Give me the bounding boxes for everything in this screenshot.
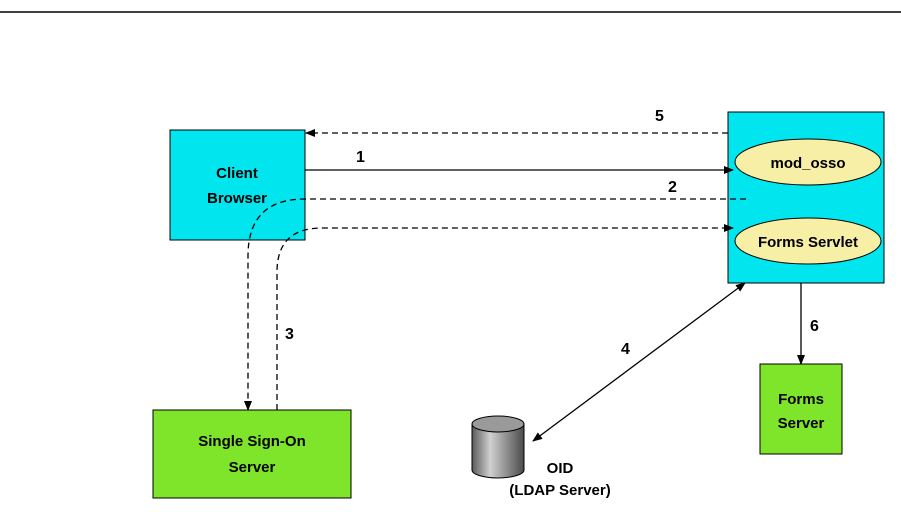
sso-server-label-1: Single Sign-On (198, 433, 306, 450)
forms-server-box: Forms Server (759, 363, 843, 455)
arrow-step-3 (276, 224, 734, 410)
client-browser-label-2: Browser (207, 190, 267, 207)
forms-server-label-2: Server (778, 415, 825, 432)
sso-server-box: Single Sign-On Server (152, 409, 352, 499)
mod-osso-label: mod_osso (770, 155, 845, 172)
mod-osso-ellipse (734, 138, 882, 186)
step-1-label: 1 (356, 149, 365, 166)
arrow-step-2 (244, 198, 746, 411)
arrow-step-4 (532, 282, 746, 442)
step-4-label: 4 (621, 341, 630, 358)
client-browser-box: Client Browser (169, 129, 306, 241)
client-browser-rect (169, 129, 306, 241)
oid-label-1: OID (547, 460, 574, 477)
forms-server-rect (759, 363, 843, 455)
oid-database-icon (471, 415, 525, 479)
app-server-box: mod_osso Forms Servlet (727, 111, 885, 284)
forms-servlet-label: Forms Servlet (758, 234, 858, 251)
step-2-label: 2 (668, 179, 677, 196)
forms-servlet-ellipse (734, 217, 882, 265)
step-6-label: 6 (810, 318, 819, 335)
client-browser-label-1: Client (216, 165, 258, 182)
step-5-label: 5 (655, 108, 664, 125)
sso-server-rect (152, 409, 352, 499)
oid-label-2: (LDAP Server) (509, 482, 610, 499)
sso-server-label-2: Server (229, 459, 276, 476)
forms-server-label-1: Forms (778, 391, 824, 408)
step-3-label: 3 (285, 326, 294, 343)
